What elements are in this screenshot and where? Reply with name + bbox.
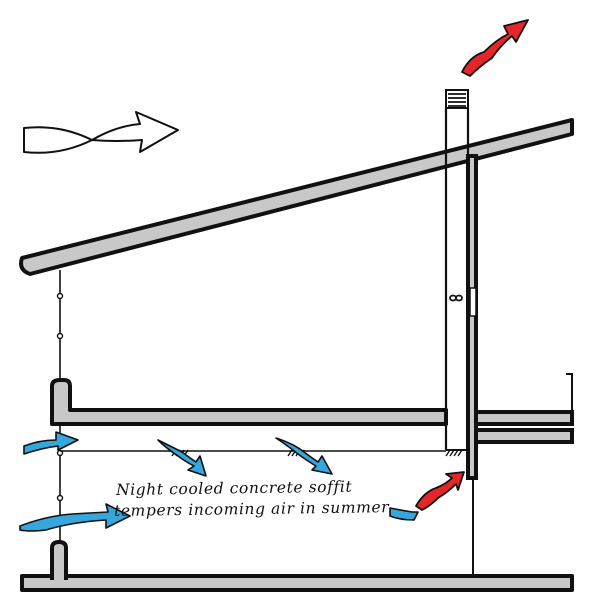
ground-slab [20,574,574,592]
right-room-ceiling-slab [476,428,574,444]
soffit-air-arrow-icon [275,437,333,475]
ventilation-stack [444,108,470,450]
wall-vent-opening [469,287,477,317]
wind-arrow-icon [23,111,179,154]
caption-line-2: tempers incoming air in summer [113,498,390,520]
outgoing-air-arrow-icon [389,507,419,521]
caption-line-1: Night cooled concrete soffit [115,477,353,499]
facade-nodes [56,292,64,502]
incoming-air-arrow-icon [19,503,131,532]
right-wall [466,154,478,480]
concrete-soffit-slab [50,378,448,426]
stack-inlet-arrow-icon [415,471,465,511]
incoming-air-arrow-icon [23,431,79,455]
exhaust-air-arrow-icon [461,19,529,77]
stack-base-junction [445,424,468,451]
sloping-roof [19,118,574,276]
right-floor-slab [474,410,574,426]
low-wall-stub [50,539,68,580]
soffit-air-arrow-icon [157,439,207,477]
right-wall-edge [566,373,573,412]
stack-louvres [448,93,466,107]
damper-icon [449,294,463,302]
